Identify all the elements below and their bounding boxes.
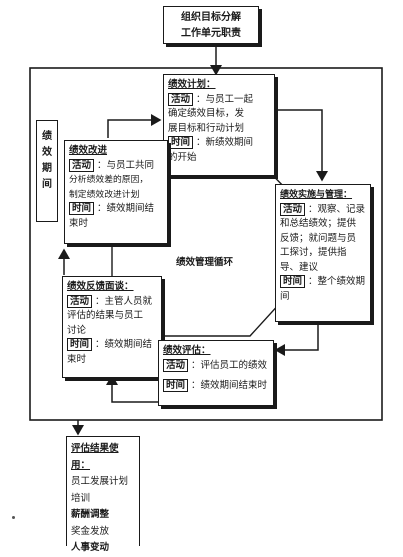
evaluate-time-tag: 时间: [163, 379, 189, 392]
plan-title: 绩效计划：: [168, 79, 216, 90]
evaluate-title: 绩效评估：: [163, 345, 211, 356]
improve-activity-3: 制定绩效改进计划: [69, 189, 140, 200]
org-goal-box: 组织目标分解 工作单元职责: [163, 6, 259, 44]
execute-time-1: ：整个绩效期: [308, 276, 366, 287]
feedback-activity-tag: 活动: [67, 294, 93, 308]
feedback-title: 绩效反馈面谈：: [67, 281, 134, 292]
plan-time-1: ：新绩效期间: [196, 137, 254, 148]
improve-activity-1: ：与员工共同: [97, 159, 155, 171]
results-item-5: 人事变动: [71, 542, 110, 553]
feedback-activity-3: 讨论: [67, 324, 87, 336]
improve-activity-tag: 活动: [69, 158, 95, 172]
performance-plan-box: 绩效计划： 活动：与员工一起 确定绩效目标，发 展目标和行动计划 时间：新绩效期…: [163, 74, 275, 176]
improve-time-2: 束时: [69, 217, 89, 229]
execute-time-2: 间: [280, 290, 290, 302]
execute-activity-5: 导、建议: [280, 261, 319, 273]
improve-activity-2: 分析绩效差的原因，: [69, 175, 149, 185]
performance-improve-box: 绩效改进 活动：与员工共同 分析绩效差的原因， 制定绩效改进计划 时间：绩效期间…: [64, 140, 168, 244]
performance-evaluate-box: 绩效评估： 活动：评估员工的绩效 时间：绩效期间结束时: [158, 340, 274, 406]
improve-time-1: ：绩效期间结: [97, 203, 155, 214]
feedback-time-2: 束时: [67, 353, 87, 365]
cycle-frame: [29, 67, 383, 421]
execute-activity-1: ：观察、记录: [308, 203, 366, 215]
results-item-2: 培训: [71, 492, 91, 504]
performance-execute-box: 绩效实施与管理： 活动：观察、记录 和总结绩效；提供 反馈；就问题与员 工探讨，…: [275, 184, 371, 322]
plan-activity-tag: 活动: [168, 92, 194, 106]
org-goal-line-1: 组织目标分解: [181, 12, 241, 23]
execute-activity-2: 和总结绩效；提供: [280, 218, 357, 229]
evaluate-activity-1: ：评估员工的绩效: [191, 359, 268, 371]
evaluate-time-1: ：绩效期间结束时: [191, 380, 268, 391]
results-item-3: 薪酬调整: [71, 509, 110, 520]
plan-activity-1: ：与员工一起: [196, 93, 254, 105]
cycle-center-label: 绩效管理循环: [176, 257, 234, 268]
evaluate-activity-tag: 活动: [163, 358, 189, 372]
execute-title: 绩效实施与管理：: [280, 190, 353, 200]
plan-time-2: 的开始: [168, 151, 197, 163]
results-item-1: 员工发展计划: [71, 476, 129, 487]
execute-activity-3: 反馈；就问题与员: [280, 232, 357, 244]
improve-title: 绩效改进: [69, 145, 108, 156]
performance-period-label: 绩 效 期 间: [36, 120, 58, 222]
execute-time-tag: 时间: [280, 275, 306, 288]
execute-activity-4: 工探讨，提供指: [280, 247, 347, 258]
plan-activity-3: 展目标和行动计划: [168, 122, 245, 134]
feedback-time-1: ：绩效期间结: [95, 339, 153, 350]
feedback-activity-1: ：主管人员就: [95, 295, 153, 307]
results-item-4: 奖金发放: [71, 525, 110, 537]
org-goal-line-2: 工作单元职责: [181, 28, 241, 39]
plan-time-tag: 时间: [168, 136, 194, 149]
execute-activity-tag: 活动: [280, 202, 306, 216]
performance-feedback-box: 绩效反馈面谈： 活动：主管人员就 评估的结果与员工 讨论 时间：绩效期间结 束时: [62, 276, 162, 378]
plan-activity-2: 确定绩效目标，发: [168, 108, 245, 119]
period-char-1: 绩: [42, 131, 52, 142]
results-usage-box: 评估结果使用： 员工发展计划 培训 薪酬调整 奖金发放 人事变动: [66, 436, 140, 553]
results-title: 评估结果使用：: [71, 443, 119, 471]
scan-speck: [12, 516, 15, 519]
period-char-2: 效: [42, 147, 52, 158]
improve-time-tag: 时间: [69, 202, 95, 215]
feedback-time-tag: 时间: [67, 338, 93, 351]
period-char-4: 间: [42, 179, 52, 190]
period-char-3: 期: [42, 163, 52, 174]
feedback-activity-2: 评估的结果与员工: [67, 310, 144, 321]
